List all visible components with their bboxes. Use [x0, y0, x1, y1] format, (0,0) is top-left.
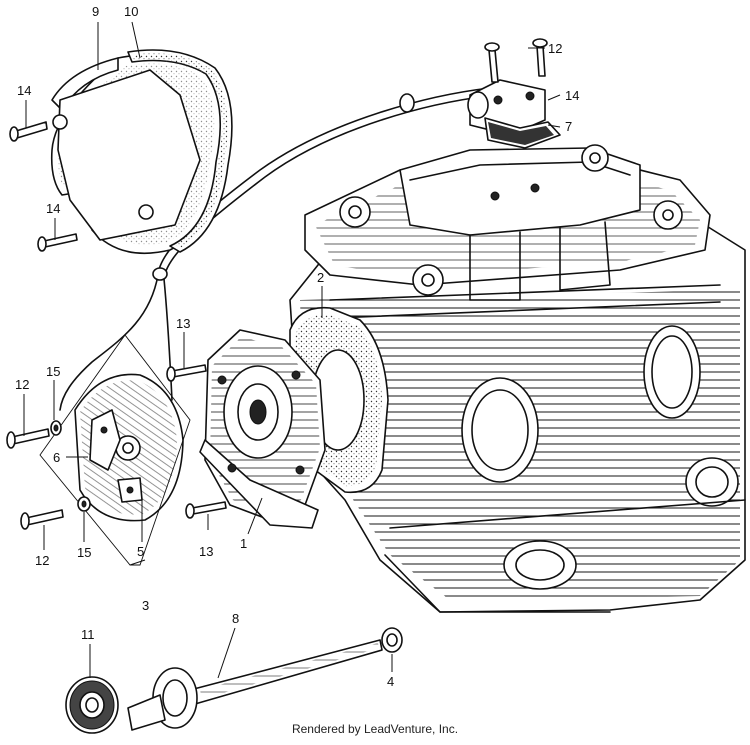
screw-13-lower: [185, 501, 227, 519]
callout-12-top-right: 12: [548, 41, 562, 56]
washer-15-lower: [77, 496, 91, 512]
washer-15-upper: [50, 420, 62, 436]
callout-13-upper: 13: [176, 316, 190, 331]
screw-14-cover-lower: [37, 233, 78, 252]
screw-14-cover-upper: [9, 121, 48, 142]
render-credit: Rendered by LeadVenture, Inc.: [291, 722, 459, 736]
callout-15-left-upper: 15: [46, 364, 60, 379]
callout-3: 3: [142, 598, 149, 613]
callout-1: 1: [240, 536, 247, 551]
leader-lines: [23, 21, 561, 679]
assembly-bracket-3: [39, 334, 191, 566]
breaker-plate-5: [74, 373, 184, 522]
screw-12-connector-left: [484, 42, 500, 83]
stator-1: [199, 329, 326, 529]
callout-13-lower: 13: [199, 544, 213, 559]
points-cover-9: [50, 54, 223, 255]
screw-12-breaker-lower: [20, 509, 64, 530]
callout-8: 8: [232, 611, 239, 626]
callout-5: 5: [137, 544, 144, 559]
callout-labels: 9 10 14 14 12 14 7 2 13 12 15 6 12 15 5 …: [15, 4, 579, 689]
screw-13-upper: [166, 364, 207, 382]
callout-14-right: 14: [565, 88, 579, 103]
callout-14-left: 14: [46, 201, 60, 216]
callout-7: 7: [565, 119, 572, 134]
callout-15-left-lower: 15: [77, 545, 91, 560]
points-cover-gasket-10: [127, 49, 233, 253]
connector-block-7: [467, 79, 561, 149]
callout-14-top-left: 14: [17, 83, 31, 98]
callout-12-left-lower: 12: [35, 553, 49, 568]
callout-11: 11: [81, 627, 95, 642]
bearing-11: [65, 676, 119, 734]
callout-12-left-upper: 12: [15, 377, 29, 392]
cylinder-head: [289, 144, 746, 613]
cam-shaft-8: [127, 639, 383, 731]
callout-10: 10: [124, 4, 138, 19]
callout-2: 2: [317, 270, 324, 285]
screw-12-breaker-upper: [6, 428, 50, 449]
screw-12-connector-right: [532, 38, 548, 77]
callout-6: 6: [53, 450, 60, 465]
callout-9: 9: [92, 4, 99, 19]
circlip-4: [381, 627, 403, 653]
callout-4: 4: [387, 674, 394, 689]
